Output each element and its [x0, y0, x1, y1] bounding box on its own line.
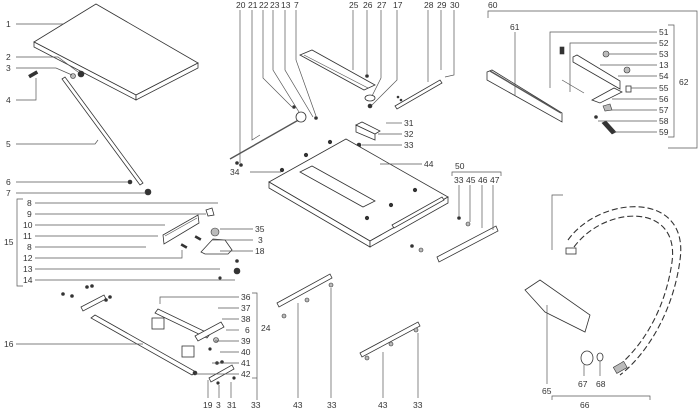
callout: 55: [659, 83, 669, 93]
callout: 1: [6, 19, 11, 29]
callout: 26: [363, 0, 373, 10]
callout: 13: [281, 0, 291, 10]
callout: 2: [6, 52, 11, 62]
callout: 53: [659, 49, 669, 59]
callout: 20: [236, 0, 246, 10]
callout: 52: [659, 38, 669, 48]
callout: 57: [659, 105, 669, 115]
callout: 14: [23, 275, 33, 285]
callout: 68: [596, 379, 606, 389]
callout: 18: [255, 246, 265, 256]
callout: 66: [580, 400, 590, 410]
callout: 65: [542, 386, 552, 396]
callout: 7: [294, 0, 299, 10]
part-rip-fence: [486, 46, 632, 135]
callout: 22: [259, 0, 269, 10]
callout: 28: [424, 0, 434, 10]
callout: 31: [404, 118, 414, 128]
part-table-extension: [33, 3, 199, 101]
callout: 10: [23, 220, 33, 230]
callout: 43: [378, 400, 388, 410]
callout: 38: [241, 314, 251, 324]
callout: 37: [241, 303, 251, 313]
callout: 16: [4, 339, 14, 349]
callout: 27: [377, 0, 387, 10]
callout: 12: [23, 253, 33, 263]
callout: 31: [227, 400, 237, 410]
callout: 34: [230, 167, 240, 177]
callout: 15: [4, 237, 14, 247]
callout: 3: [216, 400, 221, 410]
callout: 47: [490, 175, 500, 185]
callout: 23: [270, 0, 280, 10]
callout: 32: [404, 129, 414, 139]
callout: 43: [293, 400, 303, 410]
callout: 45: [466, 175, 476, 185]
callout: 67: [578, 379, 588, 389]
callout: 54: [659, 71, 669, 81]
callout: 13: [659, 60, 669, 70]
part-legs-43: [276, 273, 421, 361]
callout: 59: [659, 127, 669, 137]
part-main-table: [268, 138, 449, 248]
callout: 9: [27, 209, 32, 219]
callout: 8: [27, 242, 32, 252]
callout: 3: [258, 235, 263, 245]
callout: 7: [6, 188, 11, 198]
callout: 61: [510, 22, 520, 32]
callout: 35: [255, 224, 265, 234]
callout: 56: [659, 94, 669, 104]
callout: 58: [659, 116, 669, 126]
callout: 60: [488, 0, 498, 10]
callout: 33: [327, 400, 337, 410]
callout: 51: [659, 27, 669, 37]
callout: 42: [241, 369, 251, 379]
callout: 36: [241, 292, 251, 302]
callout: 8: [27, 198, 32, 208]
callout-labels: 1 2 3 4 5 6 7 8 9 10 11 8 12 13 14 15 35…: [4, 0, 689, 410]
callout: 5: [6, 139, 11, 149]
callout: 25: [349, 0, 359, 10]
callout: 33: [251, 400, 261, 410]
callout: 33: [454, 175, 464, 185]
callout: 6: [6, 177, 11, 187]
callout: 29: [437, 0, 447, 10]
callout: 62: [679, 77, 689, 87]
part-dust-hose: [524, 206, 682, 376]
leader-lines: [16, 10, 698, 400]
callout: 19: [203, 400, 213, 410]
callout: 6: [245, 325, 250, 335]
callout: 11: [23, 231, 32, 241]
callout: 3: [6, 63, 11, 73]
callout: 17: [393, 0, 403, 10]
callout: 30: [450, 0, 460, 10]
callout: 13: [23, 264, 33, 274]
callout: 4: [6, 95, 11, 105]
callout: 41: [241, 358, 251, 368]
callout: 40: [241, 347, 251, 357]
callout: 39: [241, 336, 251, 346]
callout: 24: [261, 323, 271, 333]
part-miter-fence: [162, 207, 241, 280]
part-strut: [28, 70, 152, 196]
callout: 50: [455, 161, 465, 171]
callout: 33: [404, 140, 414, 150]
callout: 33: [413, 400, 423, 410]
part-rail: [410, 216, 499, 263]
callout: 21: [248, 0, 258, 10]
callout: 46: [478, 175, 488, 185]
part-leg-assembly: [61, 284, 236, 385]
callout: 44: [424, 159, 434, 169]
